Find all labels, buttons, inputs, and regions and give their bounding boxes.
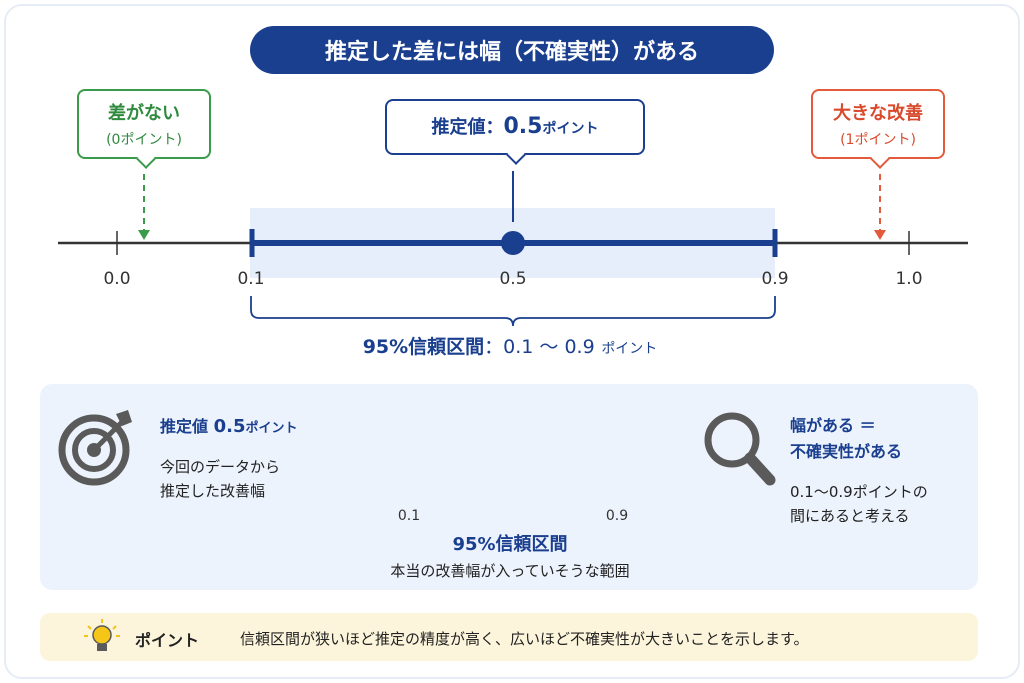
big-improvement-value: (1ポイント) [840,132,916,148]
estimate-point [501,231,525,255]
left-text-line2: 推定した改善幅 [160,482,266,500]
tick-label-4: 1.0 [895,269,923,289]
no-difference-value: (0ポイント) [106,132,182,148]
mini-tick-left: 0.1 [397,508,421,524]
right-title-line1: 幅がある ＝ [790,416,876,435]
right-column-title: 幅がある ＝ 不確実性がある [790,413,902,465]
mini-tick-right: 0.9 [605,508,629,524]
big-improvement-label: 大きな改善 [833,103,923,124]
no-difference-callout: 差がない (0ポイント) [77,89,211,169]
right-text-line1: 0.1～0.9ポイントの [790,483,928,501]
middle-subtitle: 本当の改善幅が入っていそうな範囲 [390,562,630,580]
tick-label-2: 0.5 [499,269,527,289]
ci-label-head: 95%信頼区間 [362,336,485,358]
right-text-line2: 間にあると考える [790,507,910,525]
left-text-line1: 今回のデータから [160,458,281,476]
explanation-panel [40,384,978,590]
right-title-line2: 不確実性がある [790,442,903,461]
big-improvement-callout: 大きな改善 (1ポイント) [811,89,945,169]
middle-title: 95%信頼区間 [452,534,568,555]
tick-label-0: 0.0 [103,269,131,289]
ci-label-unit: ポイント [601,341,658,357]
estimate-text: 推定値：0.5ポイント [387,101,643,155]
no-diff-arrowhead [138,230,150,240]
ci-label: 95%信頼区間：0.1 ～ 0.9 ポイント [290,332,730,359]
ci-brace [250,296,776,327]
left-title-value: 0.5 [213,416,246,437]
tip-text: 信頼区間が狭いほど推定の精度が高く、広いほど不確実性が大きいことを示します。 [240,630,809,648]
tip-banner: ポイント 信頼区間が狭いほど推定の精度が高く、広いほど不確実性が大きいことを示し… [40,613,978,661]
estimate-unit: ポイント [542,121,599,137]
left-column-title: 推定値 0.5ポイント [160,413,297,437]
right-column-text: 0.1～0.9ポイントの 間にあると考える [790,480,928,528]
estimate-callout: 推定値：0.5ポイント [385,99,645,165]
magnifier-icon [704,412,776,486]
tick-label-3: 0.9 [761,269,789,289]
ci-label-range: ：0.1 ～ 0.9 [484,336,595,358]
left-title-a: 推定値 [160,417,214,436]
estimate-label: 推定値： [431,117,504,138]
target-arrow-icon [58,410,132,486]
estimate-value: 0.5 [503,114,543,139]
left-column-text: 今回のデータから 推定した改善幅 [160,455,280,503]
outer-frame [4,4,1020,679]
tip-heading: ポイント [135,631,200,650]
left-title-unit: ポイント [245,421,298,436]
no-difference-label: 差がない [108,103,180,124]
page-title: 推定した差には幅（不確実性）がある [250,26,774,74]
tick-label-1: 0.1 [237,269,265,289]
lightbulb-icon [84,619,120,651]
big-arrowhead [874,230,886,240]
